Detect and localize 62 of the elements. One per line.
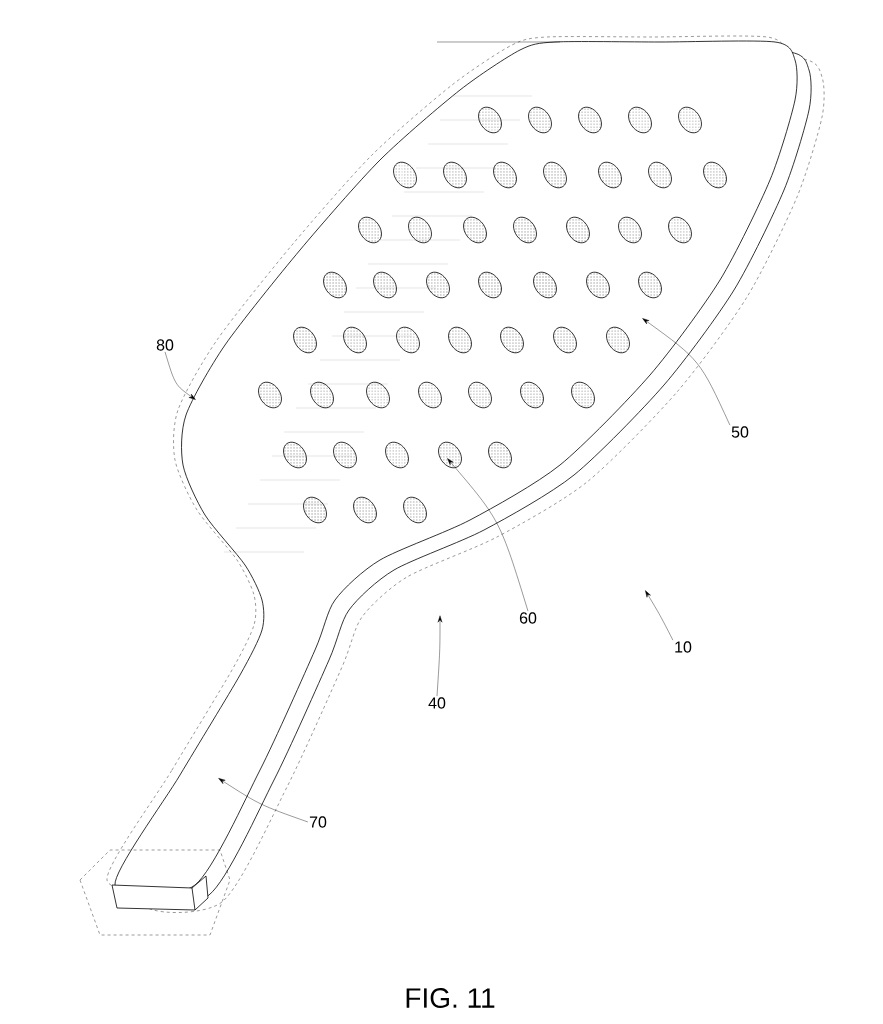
- paddle-drawing: [533, 271, 557, 299]
- paddle-drawing: [303, 496, 327, 524]
- paddle-drawing: [628, 106, 652, 134]
- leader-line: [436, 615, 443, 697]
- paddle-drawing: [578, 106, 602, 134]
- paddle-drawing: [500, 326, 524, 354]
- callout-number: 50: [731, 426, 749, 438]
- paddle-drawing: [468, 381, 492, 409]
- paddle-drawing: [678, 106, 702, 134]
- paddle-drawing: [443, 161, 467, 189]
- callout-number: 60: [519, 612, 537, 624]
- paddle-drawing: [586, 271, 610, 299]
- paddle-drawing: [366, 381, 390, 409]
- callout-number: 70: [309, 816, 327, 828]
- paddle-drawing: [448, 326, 472, 354]
- callout-number: 10: [675, 641, 692, 653]
- paddle-drawing: [463, 216, 487, 244]
- paddle-drawing: [323, 271, 347, 299]
- paddle-drawing: [403, 496, 427, 524]
- paddle-drawing: [543, 161, 567, 189]
- figure-caption: FIG. 11: [406, 988, 495, 1008]
- paddle-drawing: [668, 216, 692, 244]
- paddle-drawing: [488, 441, 512, 469]
- paddle-drawing: [396, 326, 420, 354]
- paddle-drawing: [418, 381, 442, 409]
- paddle-drawing: [493, 161, 517, 189]
- leader-line: [642, 318, 731, 426]
- paddle-drawing: [426, 271, 450, 299]
- paddle-drawing: [598, 161, 622, 189]
- paddle-drawing: [513, 216, 537, 244]
- paddle-drawing: [638, 271, 662, 299]
- leader-line: [645, 590, 674, 641]
- paddle-drawing: [438, 441, 462, 469]
- paddle-drawing: [606, 326, 630, 354]
- paddle-drawing: [571, 381, 595, 409]
- paddle-drawing: [566, 216, 590, 244]
- paddle-drawing: [648, 161, 672, 189]
- paddle-drawing: [393, 161, 417, 189]
- paddle-drawing: [478, 271, 502, 299]
- paddle-drawing: [385, 441, 409, 469]
- paddle-drawing: [79, 35, 825, 936]
- paddle-drawing: [373, 271, 397, 299]
- paddle-drawing: [553, 326, 577, 354]
- paddle-drawing: [353, 496, 377, 524]
- paddle-drawing: [408, 216, 432, 244]
- leader-line: [218, 778, 309, 823]
- callout-number: 40: [428, 697, 446, 709]
- paddle-drawing: [343, 326, 367, 354]
- paddle-drawing: [333, 441, 357, 469]
- paddle-drawing: [703, 161, 727, 189]
- paddle-drawing: [310, 381, 334, 409]
- callout-number: 80: [156, 339, 174, 351]
- paddle-drawing: [358, 216, 382, 244]
- paddle-drawing: [283, 441, 307, 469]
- paddle-drawing: [258, 381, 282, 409]
- paddle-drawing: [528, 106, 552, 134]
- leader-line: [447, 458, 529, 612]
- paddle-drawing: [293, 326, 317, 354]
- paddle-drawing: [520, 381, 544, 409]
- leader-line: [164, 351, 196, 400]
- paddle-drawing: [618, 216, 642, 244]
- paddle-drawing: [478, 106, 502, 134]
